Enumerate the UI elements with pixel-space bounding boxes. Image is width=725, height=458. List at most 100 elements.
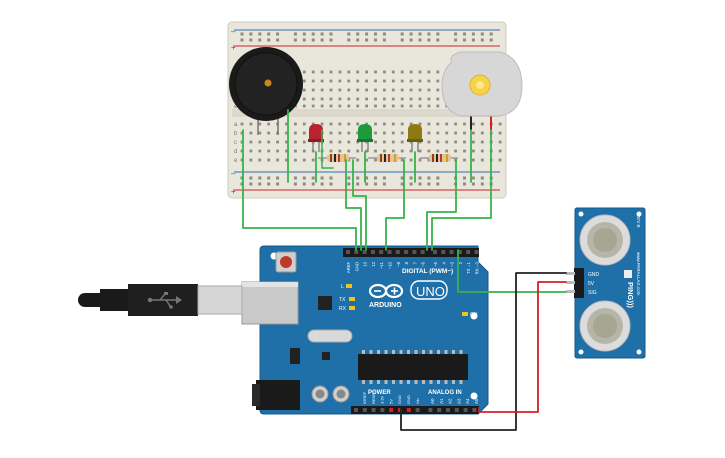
wire-led-jumper[interactable]: [321, 129, 334, 169]
reset-button-cap[interactable]: [280, 256, 292, 268]
wire-motor-to-pin[interactable]: [431, 129, 492, 251]
rail-hole: [418, 182, 422, 186]
terminal-hole: [285, 122, 288, 126]
terminal-hole: [409, 88, 413, 92]
chip-pin: [437, 350, 440, 354]
wire-buzzer-to-pin12[interactable]: [242, 129, 357, 251]
header-pin-socket: [472, 408, 477, 412]
digital-pin-socket: [395, 250, 400, 254]
terminal-hole: [463, 140, 466, 144]
terminal-hole: [418, 97, 422, 101]
terminal-hole: [356, 79, 360, 83]
terminal-hole: [445, 131, 449, 135]
rail-hole: [436, 32, 440, 36]
terminal-hole: [400, 97, 404, 101]
terminal-hole: [409, 104, 413, 108]
rail-hole: [489, 38, 493, 42]
rail-hole: [409, 176, 413, 180]
terminal-hole: [436, 149, 440, 153]
terminal-hole: [400, 104, 404, 108]
terminal-hole: [400, 122, 404, 126]
chip-pin: [452, 380, 455, 384]
rail-hole: [329, 176, 333, 180]
terminal-hole: [480, 122, 484, 126]
terminal-hole: [356, 97, 360, 101]
terminal-hole: [267, 140, 271, 144]
header-pin-socket: [428, 408, 433, 412]
wire-sensor-gnd[interactable]: [400, 272, 567, 431]
digital-pin-label: ~10: [388, 261, 393, 269]
terminal-hole: [454, 149, 457, 153]
terminal-hole: [320, 70, 324, 74]
rail-hole: [258, 176, 262, 180]
led-green[interactable]: [357, 124, 373, 152]
wire-green-led-to-pin[interactable]: [352, 159, 367, 251]
terminal-hole: [365, 97, 368, 101]
chip-pin: [429, 380, 433, 384]
rail-hole: [293, 182, 297, 186]
terminal-hole: [347, 88, 351, 92]
header-pin-socket: [437, 408, 442, 412]
terminal-hole: [427, 88, 431, 92]
terminal-hole: [249, 149, 253, 153]
terminal-hole: [409, 70, 413, 74]
wire-sensor-sig[interactable]: [457, 249, 567, 293]
terminal-hole: [311, 70, 315, 74]
led-red[interactable]: [308, 124, 324, 152]
mount-hole: [470, 392, 478, 400]
digital-pin-label: ~3: [450, 261, 455, 266]
terminal-hole: [311, 88, 315, 92]
led-yellow[interactable]: [407, 124, 423, 152]
terminal-hole: [374, 131, 377, 135]
resistor-2[interactable]: [368, 154, 406, 162]
usb-cable[interactable]: [78, 284, 243, 316]
resistor-3[interactable]: [420, 154, 458, 162]
chip-pin: [444, 350, 448, 354]
terminal-hole: [294, 122, 297, 126]
terminal-hole: [454, 140, 457, 144]
row-letter: c: [234, 140, 237, 146]
resistor-1[interactable]: [318, 154, 356, 162]
terminal-hole: [249, 131, 253, 135]
header-pin-socket: [446, 408, 450, 412]
rail-hole: [427, 176, 431, 180]
terminal-hole: [258, 131, 262, 135]
terminal-hole: [285, 140, 288, 144]
rail-hole: [311, 182, 315, 186]
terminal-hole: [400, 131, 404, 135]
terminal-hole: [240, 158, 244, 162]
wire-sensor-5v[interactable]: [478, 281, 567, 413]
terminal-hole: [320, 88, 324, 92]
terminal-hole: [427, 122, 431, 126]
dc-motor[interactable]: [441, 51, 523, 130]
rail-hole: [427, 182, 431, 186]
rail-hole: [436, 38, 440, 42]
wire-red-led-to-pin[interactable]: [345, 159, 362, 251]
terminal-hole: [418, 70, 422, 74]
terminal-hole: [365, 88, 368, 92]
logo-plus-v: [393, 287, 396, 295]
terminal-hole: [302, 149, 306, 153]
terminal-hole: [383, 88, 386, 92]
terminal-hole: [302, 140, 306, 144]
row-letter: b: [234, 131, 238, 137]
ping-ultrasonic-sensor[interactable]: GND 5V SIG PING))) www.PARALLAX.com REV …: [566, 207, 646, 359]
wire-resistor-to-pin[interactable]: [426, 159, 457, 251]
wire-yellow-led-to-pin[interactable]: [385, 159, 405, 251]
terminal-hole: [347, 149, 351, 153]
piezo-buzzer[interactable]: [229, 47, 303, 135]
terminal-hole: [374, 140, 377, 144]
chip-pin: [422, 380, 425, 384]
rail-hole: [365, 38, 369, 42]
chip-pin: [362, 380, 365, 384]
rail-hole: [480, 38, 484, 42]
resistor-band: [436, 154, 438, 162]
usb-chip: [318, 296, 332, 310]
rail-hole: [400, 32, 404, 36]
terminal-hole: [356, 104, 360, 108]
resistor-band: [330, 154, 332, 162]
rail-hole: [374, 182, 377, 186]
terminal-hole: [427, 140, 431, 144]
